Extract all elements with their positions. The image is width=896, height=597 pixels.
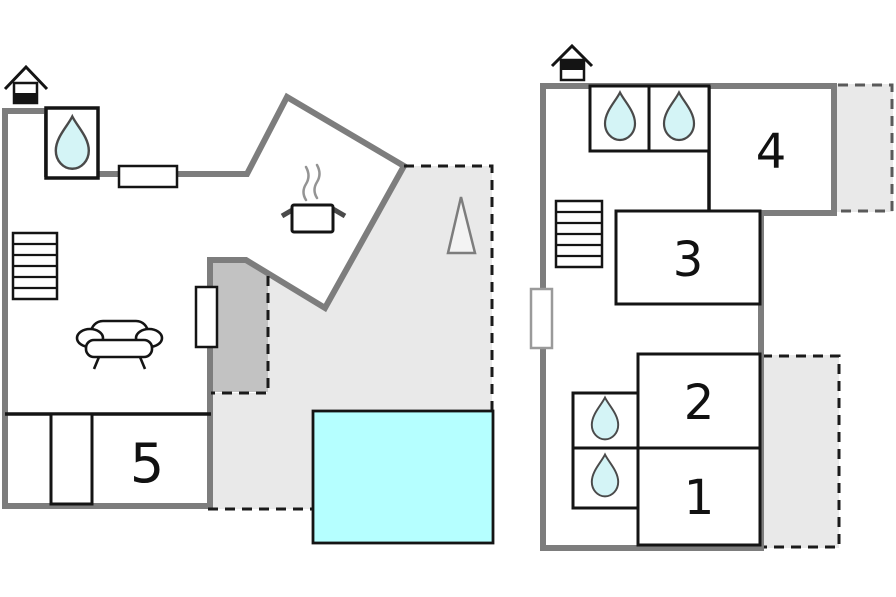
- tree-icon: [446, 196, 477, 255]
- upper-floor-plan: 4 3 2 1: [529, 43, 894, 551]
- terrace-upper-right-dashed-border: [838, 83, 894, 213]
- terrace-area: [208, 166, 492, 509]
- room-label-2: 2: [684, 375, 715, 431]
- stairs-icon: [554, 199, 604, 269]
- stairs-icon: [11, 231, 59, 301]
- room-label-1: 1: [684, 470, 715, 526]
- window-icon: [194, 285, 219, 349]
- room-1-walls: [636, 446, 762, 547]
- terrace-lower-right-area: [762, 355, 839, 548]
- terrace-lower-right-dashed-border: [762, 354, 841, 549]
- sofa-icon: [75, 319, 164, 370]
- covered-terrace-area: [210, 261, 268, 392]
- room-label-3: 3: [673, 232, 704, 288]
- cooking-pot-icon: [280, 203, 347, 234]
- window-icon: [117, 164, 179, 189]
- terrace-dashed-border: [404, 164, 494, 411]
- chimney-icon: [3, 64, 49, 105]
- ground-floor-plan: 5: [2, 64, 495, 545]
- terrace-upper-right-area: [837, 84, 893, 212]
- room-3-walls: [614, 209, 762, 306]
- closet: [49, 412, 94, 506]
- window-icon: [529, 287, 554, 350]
- chimney-icon: [550, 43, 594, 82]
- swimming-pool: [311, 409, 495, 545]
- room-label-5: 5: [130, 432, 164, 495]
- steam-icon: [302, 163, 321, 202]
- covered-terrace-dashed-border: [211, 276, 270, 395]
- room-label-4: 4: [756, 124, 787, 180]
